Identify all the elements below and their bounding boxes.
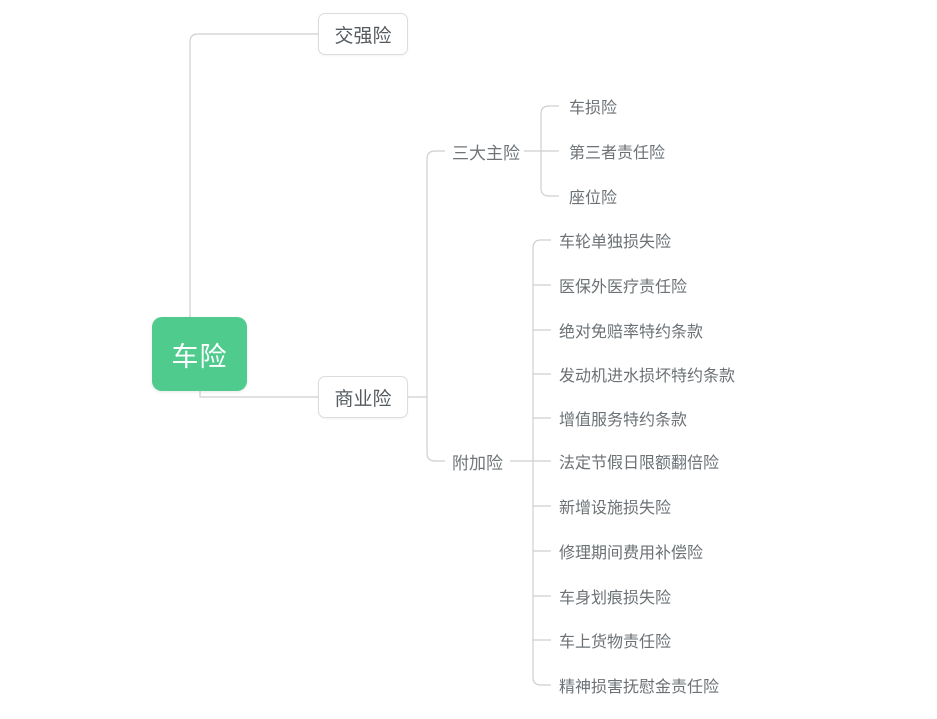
leaf-node[interactable]: 第三者责任险 bbox=[569, 140, 665, 162]
sub-branch-node-label: 附加险 bbox=[452, 453, 503, 473]
leaf-node-label: 车身划痕损失险 bbox=[559, 590, 672, 607]
leaf-node-label: 发动机进水损坏特约条款 bbox=[559, 368, 736, 385]
leaf-node-label: 法定节假日限额翻倍险 bbox=[559, 455, 720, 472]
leaf-node-label: 车上货物责任险 bbox=[559, 634, 672, 651]
connector-root-to-jiaoqiang bbox=[189, 33, 318, 355]
leaf-node-label: 车损险 bbox=[569, 100, 618, 117]
sub-branch-node-sandazhuxian[interactable]: 三大主险 bbox=[452, 139, 520, 163]
leaf-node-label: 绝对免赔率特约条款 bbox=[559, 324, 704, 341]
sub-branch-node-fujiaxian[interactable]: 附加险 bbox=[452, 449, 503, 473]
leaf-node-label: 增值服务特约条款 bbox=[559, 412, 688, 429]
leaf-node-label: 座位险 bbox=[569, 190, 618, 207]
connector-fujiaxian-trunk bbox=[532, 239, 551, 686]
leaf-node[interactable]: 座位险 bbox=[569, 185, 617, 207]
leaf-node[interactable]: 精神损害抚慰金责任险 bbox=[559, 674, 719, 696]
leaf-node[interactable]: 车身划痕损失险 bbox=[559, 585, 671, 607]
connector-shangye-trunk bbox=[426, 150, 445, 462]
sub-branch-node-label: 三大主险 bbox=[452, 143, 520, 163]
leaf-node[interactable]: 法定节假日限额翻倍险 bbox=[559, 450, 719, 472]
leaf-node[interactable]: 发动机进水损坏特约条款 bbox=[559, 363, 735, 385]
branch-node-label: 商业险 bbox=[334, 388, 392, 410]
leaf-node[interactable]: 车轮单独损失险 bbox=[559, 229, 671, 251]
leaf-node-label: 医保外医疗责任险 bbox=[559, 279, 688, 296]
branch-node-shangyexian[interactable]: 商业险 bbox=[318, 376, 408, 418]
leaf-node-label: 精神损害抚慰金责任险 bbox=[559, 679, 720, 696]
connector-sandazhuxian-trunk bbox=[540, 105, 559, 197]
root-node[interactable]: 车险 bbox=[152, 317, 247, 391]
leaf-node[interactable]: 绝对免赔率特约条款 bbox=[559, 319, 703, 341]
leaf-node[interactable]: 增值服务特约条款 bbox=[559, 407, 687, 429]
leaf-node[interactable]: 修理期间费用补偿险 bbox=[559, 540, 703, 562]
leaf-node[interactable]: 医保外医疗责任险 bbox=[559, 274, 687, 296]
leaf-node-label: 车轮单独损失险 bbox=[559, 234, 672, 251]
leaf-node[interactable]: 车上货物责任险 bbox=[559, 629, 671, 651]
branch-node-label: 交强险 bbox=[334, 25, 392, 47]
leaf-node-label: 第三者责任险 bbox=[569, 145, 666, 162]
branch-node-jiaoqiangxian[interactable]: 交强险 bbox=[318, 13, 408, 55]
root-node-label: 车险 bbox=[171, 341, 228, 372]
leaf-node-label: 新增设施损失险 bbox=[559, 500, 672, 517]
leaf-node[interactable]: 车损险 bbox=[569, 95, 617, 117]
leaf-node[interactable]: 新增设施损失险 bbox=[559, 495, 671, 517]
leaf-node-label: 修理期间费用补偿险 bbox=[559, 545, 704, 562]
